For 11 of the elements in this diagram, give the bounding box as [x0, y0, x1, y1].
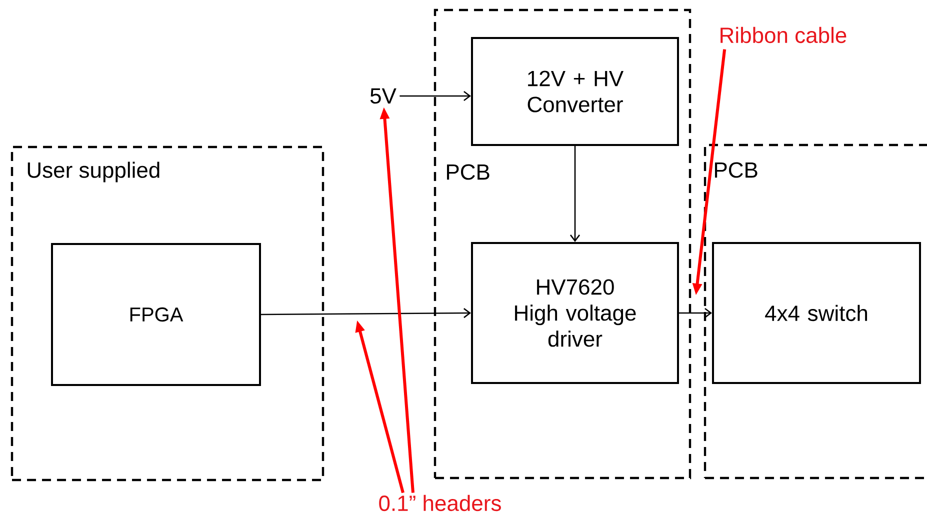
block-box: 4x4 switch: [712, 242, 921, 384]
arrow: [261, 308, 471, 318]
arrow: [679, 308, 712, 318]
block-box: 12V + HV Converter: [471, 37, 679, 146]
block-box: FPGA: [51, 243, 261, 386]
block-box: HV7620 High voltage driver: [471, 242, 679, 384]
arrow: [400, 90, 471, 102]
voltage-label: 5V: [370, 88, 396, 104]
arrow: [570, 146, 580, 242]
callout-text: Ribbon cable: [720, 26, 846, 44]
callout-text: 0.1” headers: [379, 494, 501, 512]
